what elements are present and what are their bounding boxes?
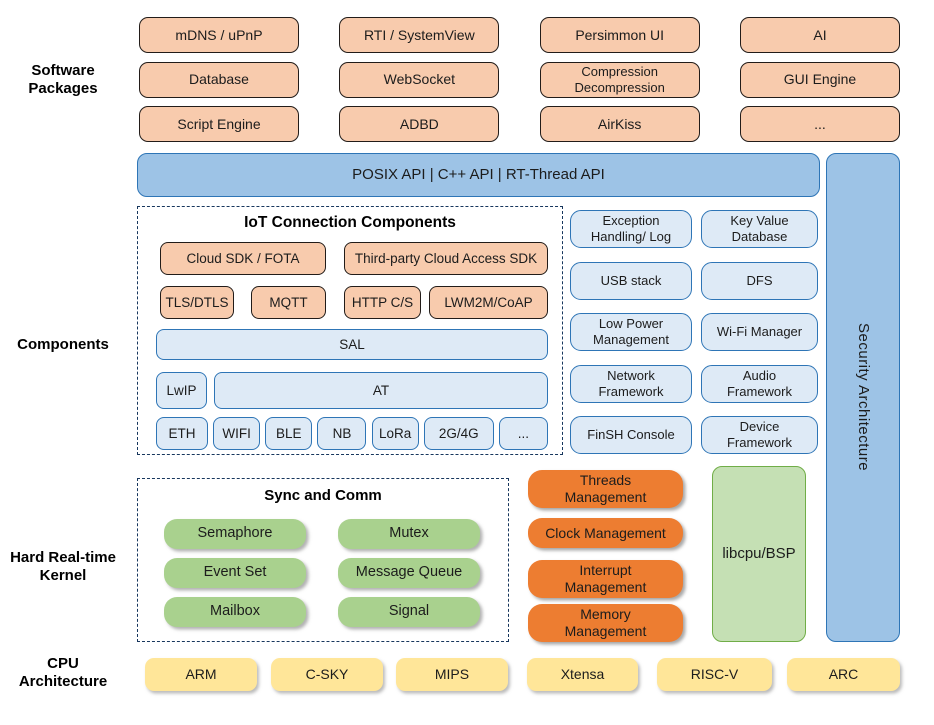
iot-link-more: ... [498, 417, 548, 450]
component-network-framework: Network Framework [570, 364, 692, 403]
sync-mutex: Mutex [338, 519, 480, 549]
kernel-clock-management: Clock Management [528, 518, 683, 548]
kernel-memory-management: Memory Management [528, 604, 683, 642]
iot-at: AT [214, 372, 548, 409]
api-bar: POSIX API | C++ API | RT-Thread API [137, 153, 820, 197]
package-rti-systemview: RTI / SystemView [339, 17, 500, 53]
package-adbd: ADBD [339, 106, 500, 142]
component-finsh-console: FinSH Console [570, 416, 692, 454]
cpu-risc-v: RISC-V [657, 658, 772, 691]
package-more: ... [739, 106, 900, 142]
iot-link-eth: ETH [156, 417, 208, 450]
component-device-framework: Device Framework [701, 416, 818, 454]
iot-lwip: LwIP [156, 372, 207, 409]
security-architecture-bar: Security Architecture [826, 153, 900, 642]
iot-sal: SAL [156, 329, 548, 360]
sync-event-set: Event Set [164, 558, 306, 588]
cpu-arc: ARC [787, 658, 900, 691]
side-label-components: Components [17, 336, 109, 353]
security-architecture-label: Security Architecture [854, 323, 872, 472]
component-key-value-database: Key Value Database [701, 210, 818, 248]
component-usb-stack: USB stack [570, 261, 692, 300]
components-grid: Exception Handling/ Log Key Value Databa… [570, 210, 818, 454]
iot-mqtt: MQTT [251, 286, 326, 319]
package-script-engine: Script Engine [139, 106, 299, 142]
cpu-arm: ARM [145, 658, 257, 691]
iot-connection-components-title: IoT Connection Components [244, 214, 456, 231]
iot-link-ble: BLE [265, 417, 313, 450]
iot-tls-dtls: TLS/DTLS [160, 286, 234, 319]
sync-and-comm-box: Sync and Comm Semaphore Mutex Event Set … [137, 478, 509, 642]
iot-http-cs: HTTP C/S [344, 286, 421, 319]
package-gui-engine: GUI Engine [739, 61, 900, 98]
side-label-cpu-architecture: CPU Architecture [18, 655, 108, 691]
cpu-mips: MIPS [396, 658, 508, 691]
iot-link-lora: LoRa [371, 417, 419, 450]
iot-third-party-cloud-sdk: Third-party Cloud Access SDK [344, 242, 548, 275]
iot-link-wifi: WIFI [213, 417, 261, 450]
side-label-software-packages: Software Packages [28, 62, 98, 98]
kernel-threads-management: Threads Management [528, 470, 683, 508]
component-low-power-management: Low Power Management [570, 313, 692, 351]
package-ai: AI [739, 17, 900, 53]
component-exception-handling-log: Exception Handling/ Log [570, 210, 692, 248]
sync-signal: Signal [338, 597, 480, 627]
sync-mailbox: Mailbox [164, 597, 306, 627]
cpu-xtensa: Xtensa [527, 658, 638, 691]
sync-message-queue: Message Queue [338, 558, 480, 588]
sync-and-comm-title: Sync and Comm [264, 487, 382, 504]
package-mdns-upnp: mDNS / uPnP [139, 17, 299, 53]
kernel-interrupt-management: Interrupt Management [528, 560, 683, 598]
libcpu-bsp-box: libcpu/BSP [712, 466, 806, 642]
iot-links-row: ETH WIFI BLE NB LoRa 2G/4G ... [156, 417, 548, 450]
package-persimmon-ui: Persimmon UI [539, 17, 700, 53]
iot-lwm2m-coap: LWM2M/CoAP [429, 286, 548, 319]
iot-link-2g4g: 2G/4G [423, 417, 494, 450]
package-compression-decompression: Compression Decompression [539, 61, 700, 98]
package-database: Database [139, 61, 299, 98]
side-label-kernel: Hard Real-time Kernel [10, 549, 116, 585]
software-packages-grid: mDNS / uPnP RTI / SystemView Persimmon U… [139, 17, 900, 142]
component-audio-framework: Audio Framework [701, 364, 818, 403]
cpu-c-sky: C-SKY [271, 658, 383, 691]
iot-link-nb: NB [317, 417, 367, 450]
package-airkiss: AirKiss [539, 106, 700, 142]
iot-connection-components-box: IoT Connection Components Cloud SDK / FO… [137, 206, 563, 455]
sync-semaphore: Semaphore [164, 519, 306, 549]
component-wifi-manager: Wi-Fi Manager [701, 313, 818, 351]
iot-cloud-sdk-fota: Cloud SDK / FOTA [160, 242, 326, 275]
package-websocket: WebSocket [339, 61, 500, 98]
component-dfs: DFS [701, 261, 818, 300]
